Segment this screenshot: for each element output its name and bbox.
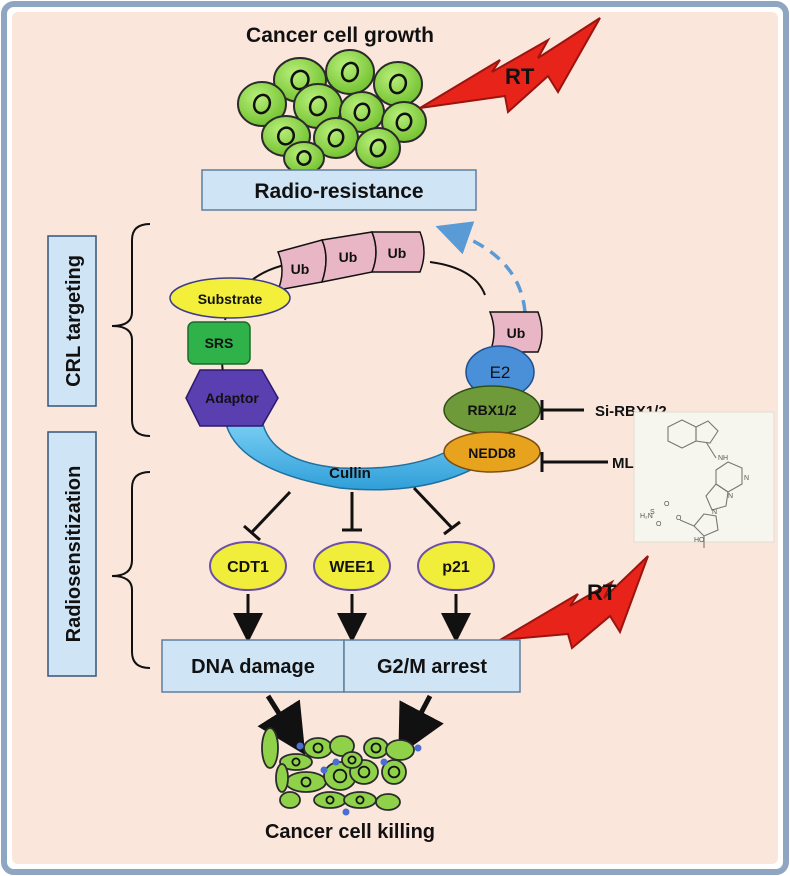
dying-cell: [279, 753, 313, 771]
dying-cell: [313, 791, 347, 809]
cancer-cell: [313, 117, 359, 159]
ub-block-transfer: Ub: [488, 311, 543, 353]
cancer-cell-killing-label: Cancer cell killing: [265, 821, 435, 843]
crl-targeting-label: CRL targeting: [63, 255, 85, 387]
dying-cell: [275, 763, 289, 793]
svg-text:H₂N: H₂N: [640, 513, 653, 520]
cullin-label: Cullin: [329, 465, 371, 482]
ub-label-1: Ub: [291, 261, 310, 277]
ub-label-2: Ub: [339, 249, 358, 265]
rbx-label: RBX1/2: [467, 402, 516, 418]
dying-cell: [375, 793, 401, 811]
rt-label-bottom: RT: [587, 580, 617, 605]
dying-cell: [385, 739, 415, 761]
svg-text:N: N: [712, 509, 717, 516]
cancer-cell: [373, 61, 423, 107]
g2m-arrest-box: [343, 639, 521, 693]
adaptor-node: [185, 369, 279, 427]
svg-text:NH: NH: [718, 455, 728, 462]
ub-label-3: Ub: [388, 245, 407, 261]
svg-text:O: O: [656, 521, 662, 528]
cancer-cell: [237, 81, 287, 127]
rt-label-top: RT: [505, 64, 535, 89]
nedd8-node: [443, 431, 541, 473]
cancer-cell: [381, 101, 427, 143]
cdt1-inhibition-bar: [243, 524, 261, 542]
wee1-node: [313, 541, 391, 591]
dying-cell: [279, 791, 301, 809]
dying-cell-cluster: [261, 727, 422, 816]
cdt1-node: [209, 541, 287, 591]
cancer-cell-cluster: [237, 49, 427, 175]
radio-resistance-label: Radio-resistance: [254, 180, 423, 203]
p21-label: p21: [442, 559, 470, 576]
cancer-cell: [283, 141, 325, 175]
debris-particle: [320, 766, 328, 774]
srs-node: [187, 321, 251, 365]
ub-block: Ub: [320, 231, 377, 283]
srs-label: SRS: [205, 335, 234, 351]
cancer-cell: [339, 91, 385, 133]
dying-cell: [343, 791, 377, 809]
cancer-cell: [325, 49, 375, 95]
adaptor-label: Adaptor: [205, 390, 259, 406]
svg-text:N: N: [728, 493, 733, 500]
dying-cell: [341, 751, 363, 769]
dying-cell: [323, 761, 357, 791]
rt-lightning-top: RT: [419, 17, 601, 114]
substrate-label: Substrate: [198, 291, 263, 307]
g2m-arrest-label: G2/M arrest: [377, 656, 487, 678]
dna-to-killing-arrow: [257, 694, 306, 756]
radiosensitization-box: [47, 431, 97, 677]
brace-crl-targeting: [111, 223, 151, 437]
p21-inhibition-bar: [443, 520, 461, 536]
cullin-to-p21-inhibition: [412, 486, 454, 530]
dna-damage-box: [161, 639, 345, 693]
dna-damage-label: DNA damage: [191, 656, 315, 678]
svg-text:O: O: [676, 515, 682, 522]
dying-cell: [261, 727, 279, 769]
ub-block: Ub: [370, 231, 425, 273]
radio-resistance-box: [201, 169, 477, 211]
g2m-to-killing-arrow: [398, 694, 444, 757]
dying-cell: [363, 737, 389, 759]
debris-particle: [296, 742, 304, 750]
debris-particle: [380, 758, 388, 766]
dying-cell: [381, 759, 407, 785]
p21-node: [417, 541, 495, 591]
wee1-label: WEE1: [329, 559, 374, 576]
ub-label-4: Ub: [507, 325, 526, 341]
svg-text:O: O: [664, 501, 670, 508]
cancer-cell: [355, 127, 401, 169]
cullin-to-cdt1-inhibition: [250, 490, 292, 534]
nedd8-label: NEDD8: [468, 445, 516, 461]
e2-label: E2: [490, 363, 511, 382]
debris-particle: [342, 808, 350, 816]
radiosensitization-label: Radiosensitization: [63, 466, 85, 643]
cdt1-label: CDT1: [227, 559, 269, 576]
crl-targeting-box: [47, 235, 97, 407]
debris-particle: [332, 758, 340, 766]
dying-cell: [285, 771, 327, 793]
svg-text:HO: HO: [694, 537, 705, 544]
dying-cell: [303, 737, 333, 759]
brace-radiosensitization: [111, 471, 151, 669]
debris-particle: [414, 744, 422, 752]
substrate-node: [169, 277, 291, 319]
svg-text:N: N: [744, 475, 749, 482]
dying-cell: [329, 735, 355, 757]
svg-text:S: S: [650, 509, 655, 516]
mln4924-chemical-structure: NH N N N O S O H₂N O HO: [633, 411, 775, 548]
ub-chain: Ub Ub Ub Ub: [276, 231, 543, 353]
rt-lightning-bottom: RT: [499, 555, 649, 650]
ring-right-top: [429, 261, 486, 296]
title-cancer-cell-growth: Cancer cell growth: [246, 24, 434, 47]
